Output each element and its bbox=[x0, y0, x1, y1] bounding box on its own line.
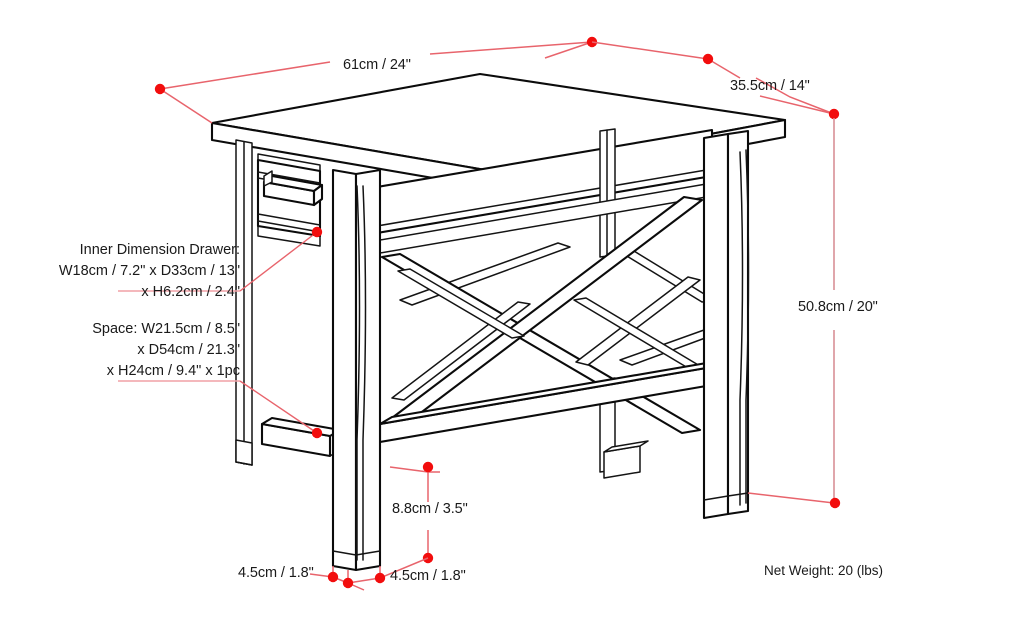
space-callout-leader bbox=[118, 380, 323, 439]
space-callout-line-1: Space: W21.5cm / 8.5" bbox=[92, 321, 240, 337]
height-dimension-line bbox=[747, 118, 841, 509]
space-callout-line-3: x H24cm / 9.4" x 1pc bbox=[106, 363, 240, 380]
leg-dim-dot-center bbox=[342, 577, 354, 589]
clearance-dimension-line bbox=[379, 461, 440, 579]
clearance-dimension-label: 8.8cm / 3.5" bbox=[392, 501, 468, 517]
depth-dimension-line bbox=[591, 41, 840, 120]
drawer-inner-dimension-callout: Inner Dimension Drawer: W18cm / 7.2" x D… bbox=[0, 240, 240, 303]
width-dimension-label: 61cm / 24" bbox=[343, 57, 411, 73]
leg-width-front-label: 4.5cm / 1.8" bbox=[238, 565, 314, 581]
drawer-callout-line-1: Inner Dimension Drawer: bbox=[79, 242, 240, 258]
drawer-callout-dot bbox=[311, 226, 323, 238]
leg-dim-dot-right bbox=[374, 572, 386, 584]
leg-width-side-label: 4.5cm / 1.8" bbox=[390, 568, 466, 584]
drawer-callout-line-3: x H6.2cm / 2.4" bbox=[141, 284, 240, 301]
lower-stretcher-left bbox=[260, 416, 342, 458]
leg-width-dimension-line bbox=[309, 566, 386, 591]
space-dimension-callout: Space: W21.5cm / 8.5" x D54cm / 21.3" x … bbox=[0, 319, 240, 382]
height-dim-dot-bottom bbox=[829, 497, 841, 509]
front-left-leg bbox=[331, 168, 382, 572]
drawer-callout-leader bbox=[118, 226, 323, 292]
back-left-leg-foot bbox=[235, 439, 253, 466]
space-callout-line-2: x D54cm / 21.3" bbox=[137, 342, 240, 359]
front-right-leg bbox=[702, 129, 750, 520]
depth-dim-dot-bottom bbox=[828, 108, 840, 120]
x-brace-side-panel bbox=[378, 182, 726, 444]
width-dim-dot-left bbox=[154, 83, 166, 95]
space-callout-dot bbox=[311, 427, 323, 439]
back-right-leg bbox=[599, 128, 616, 473]
net-weight-label: Net Weight: 20 (lbs) bbox=[764, 563, 884, 578]
clearance-dim-dot-top bbox=[422, 461, 434, 473]
height-dimension-label: 50.8cm / 20" bbox=[798, 299, 878, 315]
back-left-leg bbox=[235, 139, 253, 466]
depth-dimension-label: 35.5cm / 14" bbox=[730, 78, 810, 94]
center-foot bbox=[603, 440, 649, 479]
leg-dim-dot-left bbox=[327, 571, 339, 583]
depth-dim-dot-top bbox=[702, 53, 714, 65]
drawer-handle bbox=[262, 170, 324, 207]
drawer-callout-line-2: W18cm / 7.2" x D33cm / 13" bbox=[58, 263, 240, 280]
